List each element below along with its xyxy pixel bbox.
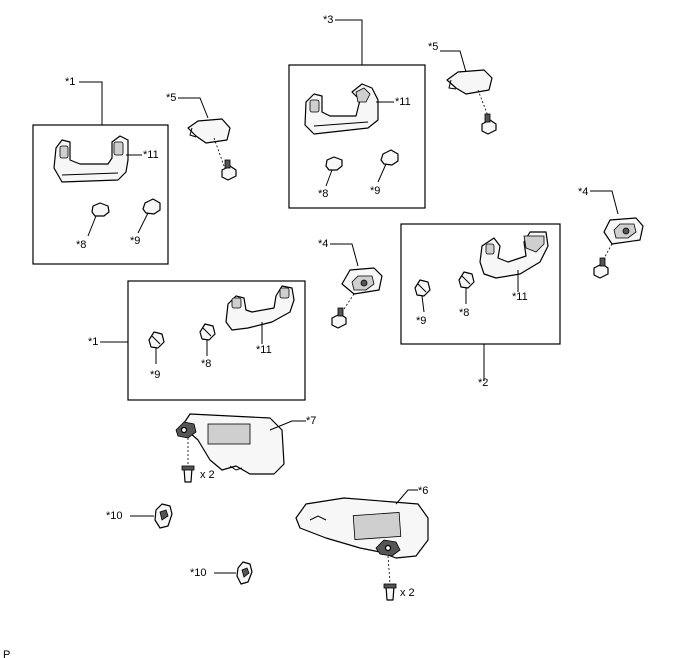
clip-9-1b-label: *9	[150, 369, 160, 381]
group-2-box	[400, 223, 561, 345]
group-1-upper: *1 *11 *8 *9	[32, 76, 169, 265]
lamp-4-center: *4	[318, 238, 383, 329]
clip-8-2	[458, 271, 475, 304]
assist-grip-1b-label: *11	[256, 344, 272, 356]
screw-7	[181, 465, 195, 483]
screw-7-qty: x 2	[200, 469, 215, 481]
screw-5-left	[221, 159, 237, 181]
clip-9-1a-label: *9	[130, 235, 140, 247]
cover-5-left: *5	[166, 92, 237, 181]
assist-grip-2	[479, 231, 549, 292]
sun-visor-7: *7 x 2	[175, 413, 316, 483]
clip-8-1b-label: *8	[201, 358, 211, 370]
group-3-leader	[335, 19, 363, 65]
visor-holder-10a: *10	[106, 503, 173, 529]
group-2-label: *2	[478, 377, 488, 389]
clip-9-1a	[137, 198, 161, 234]
assist-grip-2-label: *11	[512, 291, 528, 303]
assist-grip-1b	[225, 285, 295, 344]
assist-grip-3	[304, 83, 379, 135]
clip-8-1a	[87, 202, 110, 237]
assist-grip-3-label: *11	[395, 96, 411, 108]
lamp-4-right-label: *4	[578, 186, 588, 198]
group-2: *2 *11 *9 *8	[400, 223, 561, 389]
group-1-upper-label: *1	[65, 76, 75, 88]
group-3-label: *3	[323, 14, 333, 26]
group-1-lower: *1 *11 *9 *8	[88, 280, 306, 401]
cover-5-right-label: *5	[428, 41, 438, 53]
lamp-4-center-label: *4	[318, 238, 328, 250]
clip-9-2	[414, 279, 431, 313]
visor-holder-10b-label: *10	[190, 567, 207, 579]
clip-8-1a-label: *8	[76, 239, 86, 251]
group-3: *3 *11 *8 *9	[288, 14, 426, 209]
sun-visor-6-mirror	[352, 511, 402, 541]
cover-5-right: *5	[428, 41, 497, 135]
assist-grip-1a-label: *11	[143, 149, 159, 161]
screw-4-center	[331, 307, 347, 329]
clip-9-3	[377, 149, 399, 183]
sun-visor-6-label: *6	[418, 485, 428, 497]
group-1-upper-leader	[79, 81, 103, 125]
clip-9-1b	[148, 331, 165, 364]
screw-5-right	[481, 113, 497, 135]
clip-8-2-label: *8	[459, 307, 469, 319]
clip-8-1b	[199, 323, 216, 356]
clip-8-3-label: *8	[318, 188, 328, 200]
clip-8-3	[325, 156, 343, 187]
corner-mark: P	[3, 649, 10, 658]
screw-4-right	[593, 257, 609, 279]
visor-holder-10a-label: *10	[106, 510, 123, 522]
sun-visor-7-label: *7	[306, 415, 316, 427]
sun-visor-6: *6 x 2	[295, 485, 429, 601]
cover-5-left-label: *5	[166, 92, 176, 104]
assist-grip-1a	[53, 135, 129, 183]
group-1-upper-box	[32, 124, 169, 265]
visor-holder-10b: *10	[190, 561, 253, 585]
clip-9-3-label: *9	[370, 185, 380, 197]
group-3-box	[288, 64, 426, 209]
screw-6-qty: x 2	[400, 587, 415, 599]
screw-6	[383, 583, 397, 601]
sun-visor-7-mirror	[207, 423, 251, 445]
group-1-lower-label: *1	[88, 336, 98, 348]
group-1-lower-box	[127, 280, 306, 401]
clip-9-2-label: *9	[416, 315, 426, 327]
lamp-4-right: *4	[578, 186, 644, 279]
